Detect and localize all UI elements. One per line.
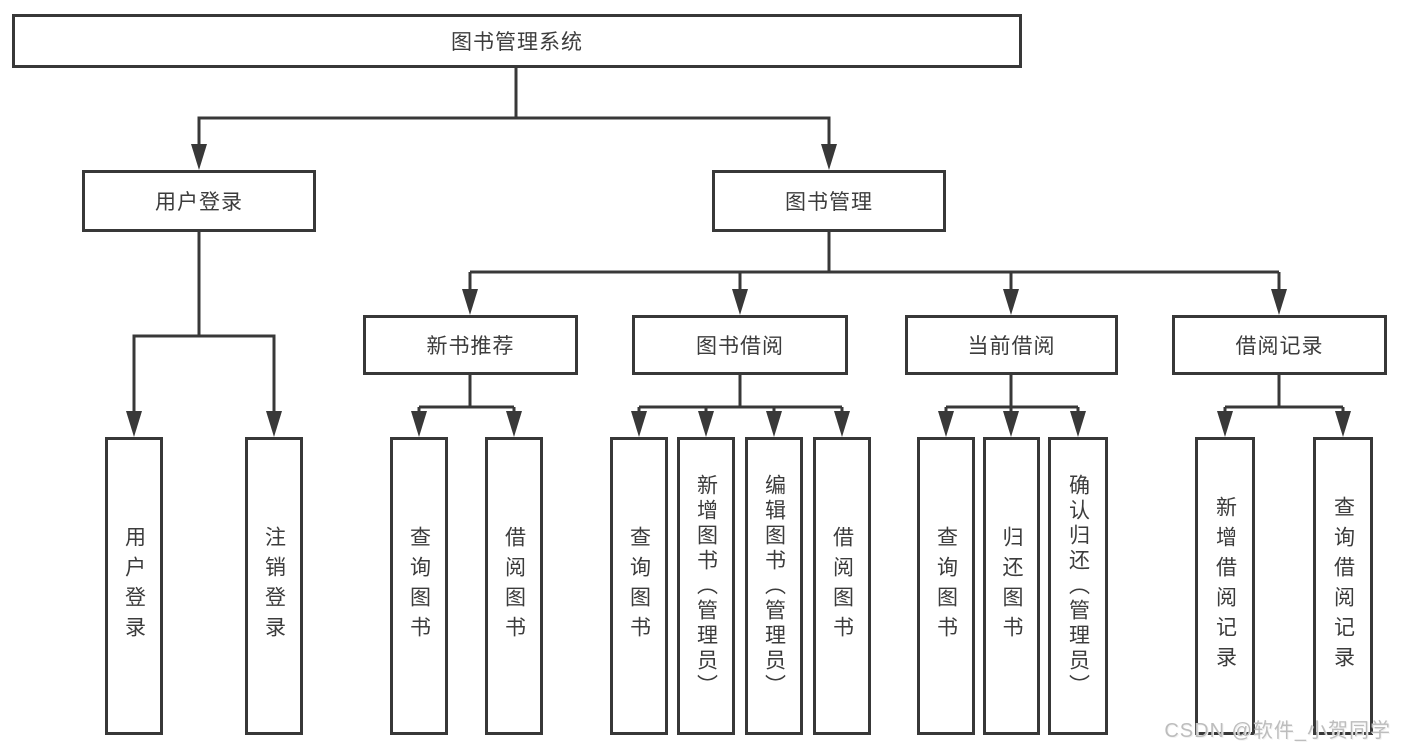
node-label: 新书推荐 bbox=[426, 335, 515, 358]
node-label: 确认归还（管理员） bbox=[1066, 473, 1090, 699]
node-label: 新增图书（管理员） bbox=[694, 473, 718, 699]
node-borrow-books-recommend: 借阅图书 bbox=[485, 437, 543, 735]
node-new-book-recommend: 新书推荐 bbox=[363, 315, 578, 375]
node-label: 借阅图书 bbox=[502, 526, 526, 646]
node-label: 当前借阅 bbox=[967, 335, 1056, 358]
node-user-login-action: 用户登录 bbox=[105, 437, 163, 735]
csdn-watermark: CSDN @软件_小贺同学 bbox=[1164, 720, 1391, 742]
node-label: 用户登录 bbox=[155, 191, 243, 214]
node-label: 图书管理系统 bbox=[451, 31, 583, 54]
node-logout: 注销登录 bbox=[245, 437, 303, 735]
node-book-borrow: 图书借阅 bbox=[632, 315, 848, 375]
node-label: 归还图书 bbox=[1000, 526, 1023, 646]
node-label: 新增借阅记录 bbox=[1213, 496, 1237, 676]
node-label: 查询图书 bbox=[407, 526, 431, 646]
connector-new-book-recommend bbox=[417, 375, 516, 414]
node-label: 图书借阅 bbox=[696, 335, 784, 358]
node-label: 借阅记录 bbox=[1235, 335, 1324, 358]
node-label: 查询图书 bbox=[934, 526, 958, 646]
node-add-borrow-record: 新增借阅记录 bbox=[1195, 437, 1255, 735]
node-label: 查询借阅记录 bbox=[1331, 496, 1355, 676]
connector-book-management bbox=[468, 232, 1281, 292]
node-user-login: 用户登录 bbox=[82, 170, 316, 232]
node-label: 编辑图书（管理员） bbox=[762, 473, 786, 699]
node-query-borrow-record: 查询借阅记录 bbox=[1313, 437, 1373, 735]
node-confirm-return-admin: 确认归还（管理员） bbox=[1048, 437, 1108, 735]
node-add-books-admin: 新增图书（管理员） bbox=[677, 437, 735, 735]
node-label: 借阅图书 bbox=[830, 526, 854, 646]
node-book-management: 图书管理 bbox=[712, 170, 946, 232]
node-borrow-records: 借阅记录 bbox=[1172, 315, 1387, 375]
node-query-books-borrow: 查询图书 bbox=[610, 437, 668, 735]
node-return-books: 归还图书 bbox=[983, 437, 1040, 735]
node-label: 注销登录 bbox=[262, 526, 286, 646]
connector-book-borrow bbox=[637, 375, 844, 414]
node-query-books-current: 查询图书 bbox=[917, 437, 975, 735]
node-label: 用户登录 bbox=[122, 526, 146, 646]
connector-current-borrow bbox=[944, 375, 1080, 414]
node-label: 图书管理 bbox=[785, 191, 873, 214]
connector-root bbox=[197, 68, 831, 146]
node-borrow-books: 借阅图书 bbox=[813, 437, 871, 735]
node-edit-books-admin: 编辑图书（管理员） bbox=[745, 437, 803, 735]
node-label: 查询图书 bbox=[627, 526, 651, 646]
node-library-management-system: 图书管理系统 bbox=[12, 14, 1022, 68]
connector-borrow-records bbox=[1223, 375, 1345, 414]
node-current-borrow: 当前借阅 bbox=[905, 315, 1118, 375]
connector-user-login bbox=[132, 232, 276, 414]
node-query-books-recommend: 查询图书 bbox=[390, 437, 448, 735]
